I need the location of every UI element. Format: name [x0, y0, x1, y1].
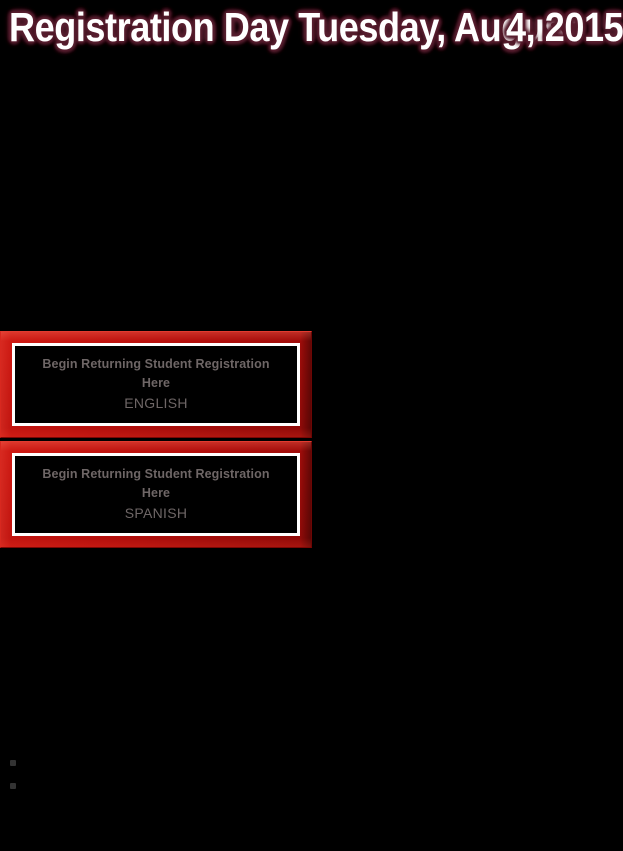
spanish-button-inner-frame: Begin Returning Student Registration Her… [12, 453, 300, 536]
list-item [10, 752, 19, 775]
bullet-point-icon [10, 760, 16, 767]
english-button-line-2: Here [141, 376, 171, 390]
bullet-point-icon [10, 783, 16, 790]
begin-registration-english-button[interactable]: Begin Returning Student Registration Her… [0, 331, 312, 438]
spanish-button-line-2: Here [141, 486, 171, 500]
page-title-primary: Registration Day Tuesday, August [9, 4, 576, 50]
english-button-line-1: Begin Returning Student Registration [42, 357, 270, 371]
spanish-button-line-1: Begin Returning Student Registration [42, 467, 270, 481]
list-item [10, 775, 19, 798]
bullet-list [10, 752, 19, 798]
english-button-inner-frame: Begin Returning Student Registration Her… [12, 343, 300, 426]
english-button-language-label: ENGLISH [124, 395, 188, 411]
begin-registration-spanish-button[interactable]: Begin Returning Student Registration Her… [0, 441, 312, 548]
spanish-button-language-label: SPANISH [124, 505, 188, 521]
page-header: Registration Day Tuesday, August 4, 2015 [0, 0, 623, 54]
page-title-date: 4, 2015 [506, 4, 623, 50]
